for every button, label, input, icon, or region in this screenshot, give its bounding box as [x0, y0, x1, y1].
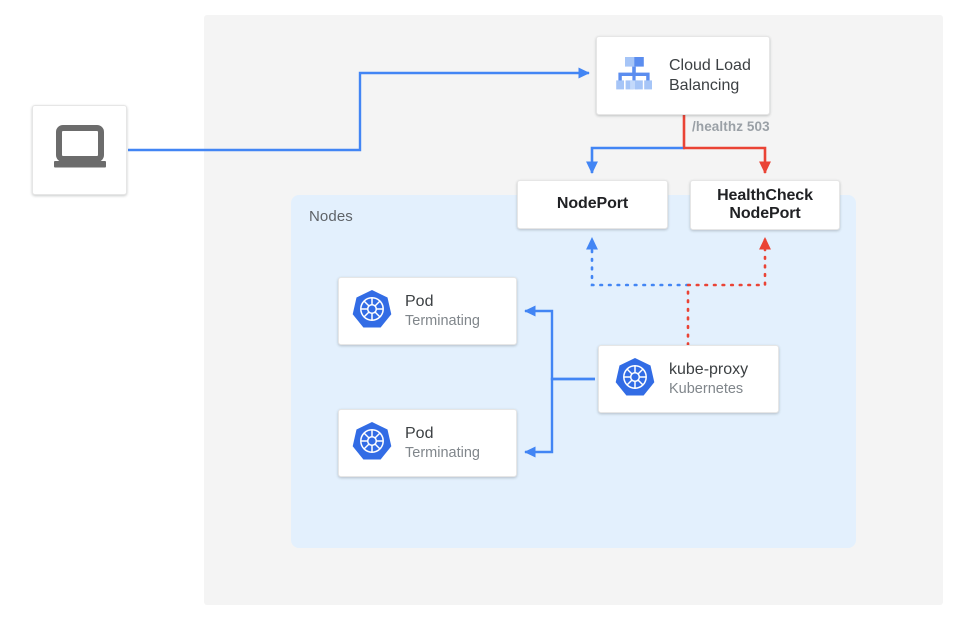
client-node[interactable] — [32, 105, 127, 195]
pod-2-text: Pod Terminating — [405, 424, 480, 462]
pod-1-text: Pod Terminating — [405, 292, 480, 330]
kube-proxy-title: kube-proxy — [669, 360, 749, 378]
nodeport-label: NodePort — [556, 195, 629, 213]
nodes-panel-label: Nodes — [309, 208, 353, 225]
pod-1-title: Pod — [405, 292, 434, 310]
kubernetes-icon — [613, 355, 657, 404]
pod-node-2[interactable]: Pod Terminating — [338, 409, 517, 477]
cloud-load-balancing-node[interactable]: Cloud Load Balancing — [596, 36, 770, 115]
kubernetes-icon — [350, 287, 394, 336]
cloud-load-balancing-text: Cloud Load Balancing — [669, 56, 751, 95]
pod-2-status: Terminating — [405, 444, 480, 461]
kubernetes-icon — [350, 419, 394, 468]
healthcheck-nodeport-label-line1: HealthCheck — [717, 186, 813, 204]
kube-proxy-text: kube-proxy Kubernetes — [669, 360, 748, 398]
cloud-load-balancing-title-line1: Cloud Load — [669, 56, 751, 74]
healthz-status-label: /healthz 503 — [692, 119, 770, 134]
cloud-load-balancing-icon — [611, 50, 657, 101]
pod-2-title: Pod — [405, 424, 434, 442]
pod-node-1[interactable]: Pod Terminating — [338, 277, 517, 345]
kube-proxy-node[interactable]: kube-proxy Kubernetes — [598, 345, 779, 413]
healthcheck-nodeport-label-line2: NodePort — [729, 205, 801, 222]
healthcheck-nodeport-text: HealthCheck NodePort — [717, 187, 813, 224]
pod-1-status: Terminating — [405, 312, 480, 329]
healthcheck-nodeport-node[interactable]: HealthCheck NodePort — [690, 180, 840, 230]
laptop-icon — [53, 124, 107, 176]
cloud-load-balancing-title-line2: Balancing — [669, 76, 740, 94]
kube-proxy-subtitle: Kubernetes — [669, 380, 744, 397]
nodeport-node[interactable]: NodePort — [517, 180, 668, 229]
